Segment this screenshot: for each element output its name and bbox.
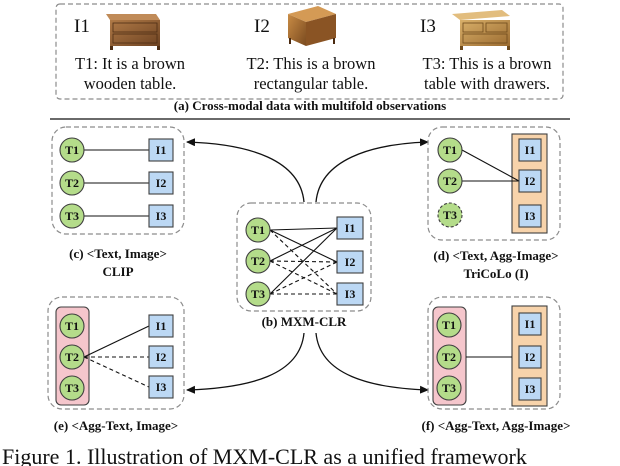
panel-e-caption: (e) <Agg-Text, Image> bbox=[54, 418, 178, 433]
image-node-i2 bbox=[518, 345, 542, 369]
table-image-3 bbox=[452, 10, 510, 50]
image-node-i1 bbox=[148, 138, 174, 162]
image-node-i2 bbox=[336, 250, 364, 274]
text-node-t1 bbox=[59, 137, 85, 163]
panel-c-method: CLIP bbox=[102, 264, 133, 279]
image-node-label: I1 bbox=[156, 143, 167, 157]
text-node-label: T1 bbox=[443, 143, 457, 157]
arrow-to-d bbox=[315, 138, 429, 203]
panel-b-border bbox=[236, 202, 372, 312]
text-node-t2 bbox=[436, 344, 462, 370]
text-node-label: T2 bbox=[251, 254, 265, 268]
panel-c: T1 T2 T3 I1 I2 I3 bbox=[51, 126, 185, 235]
image-node-label: I3 bbox=[525, 209, 536, 223]
panel-a: I1 T1: It is a brown wooden table. I2 T2… bbox=[55, 3, 564, 100]
text-node-label: T1 bbox=[65, 143, 79, 157]
text-node-t3 bbox=[59, 203, 85, 229]
text-node-label: T2 bbox=[65, 176, 79, 190]
arrow-to-f bbox=[315, 332, 429, 394]
panel-c-border bbox=[51, 126, 185, 235]
text-node-label: T3 bbox=[251, 287, 265, 301]
text-node-label: T3 bbox=[65, 381, 79, 395]
panel-e-border bbox=[47, 296, 185, 410]
description-3-line1: T3: This is a brown bbox=[423, 54, 552, 73]
text-node-label: T1 bbox=[442, 318, 456, 332]
image-node-i3 bbox=[336, 282, 364, 306]
text-node-t1 bbox=[436, 312, 462, 338]
table-image-1 bbox=[106, 14, 160, 50]
image-node-i1 bbox=[148, 314, 174, 338]
image-label-2: I2 bbox=[254, 16, 270, 37]
image-node-label: I1 bbox=[156, 319, 167, 333]
image-node-label: I1 bbox=[525, 143, 536, 157]
text-node-label: T2 bbox=[443, 174, 457, 188]
text-node-t2 bbox=[245, 248, 271, 274]
image-node-i1 bbox=[518, 312, 542, 336]
panel-e: T1 T2 T3 I1 I2 I3 bbox=[47, 296, 185, 410]
image-node-label: I1 bbox=[345, 221, 356, 235]
panel-d-caption: (d) <Text, Agg-Image> bbox=[433, 248, 558, 263]
description-2-line1: T2: This is a brown bbox=[247, 54, 376, 73]
image-node-label: I2 bbox=[156, 350, 167, 364]
text-node-label: T3 bbox=[65, 209, 79, 223]
panel-f-caption: (f) <Agg-Text, Agg-Image> bbox=[421, 418, 570, 433]
image-label-1: I1 bbox=[74, 16, 90, 37]
arrow-to-c bbox=[186, 138, 305, 203]
description-3-line2: table with drawers. bbox=[424, 74, 550, 93]
text-node-t1 bbox=[59, 313, 85, 339]
image-node-label: I2 bbox=[525, 174, 536, 188]
figure-caption: Figure 1. Illustration of MXM-CLR as a u… bbox=[2, 444, 527, 466]
panel-d-border bbox=[427, 126, 561, 241]
image-node-i3 bbox=[148, 204, 174, 228]
text-node-label: T2 bbox=[442, 350, 456, 364]
panel-d-method: TriCoLo (I) bbox=[463, 266, 528, 281]
arrow-to-e bbox=[186, 332, 305, 394]
description-2-line2: rectangular table. bbox=[254, 74, 369, 93]
text-node-t2 bbox=[437, 168, 463, 194]
image-node-i2 bbox=[148, 171, 174, 195]
panel-b-caption: (b) MXM-CLR bbox=[262, 314, 347, 329]
image-node-label: I3 bbox=[525, 382, 536, 396]
image-node-i2 bbox=[518, 169, 542, 193]
panel-d: T1 T2 T3 I1 I2 I3 bbox=[427, 126, 561, 241]
text-node-label: T3 bbox=[443, 208, 457, 222]
image-node-i1 bbox=[336, 216, 364, 240]
description-1-line2: wooden table. bbox=[84, 74, 177, 93]
text-node-t1 bbox=[245, 217, 271, 243]
text-node-t2 bbox=[59, 344, 85, 370]
text-node-label: T1 bbox=[251, 223, 265, 237]
text-node-t3 bbox=[245, 281, 271, 307]
panel-a-border bbox=[55, 3, 564, 100]
text-node-label: T2 bbox=[65, 350, 79, 364]
image-node-label: I2 bbox=[156, 176, 167, 190]
text-node-label: T3 bbox=[442, 381, 456, 395]
panel-f-border bbox=[427, 296, 561, 410]
image-node-label: I3 bbox=[156, 209, 167, 223]
arrows bbox=[186, 138, 429, 394]
text-node-t2 bbox=[59, 170, 85, 196]
image-label-3: I3 bbox=[420, 16, 436, 37]
panel-b: T1 T2 T3 I1 I2 I3 bbox=[236, 202, 372, 312]
text-node-t3 bbox=[436, 375, 462, 401]
text-node-t3-unused bbox=[437, 202, 463, 228]
image-node-i2 bbox=[148, 345, 174, 369]
panel-a-caption: (a) Cross-modal data with multifold obse… bbox=[174, 98, 446, 113]
text-node-label: T1 bbox=[65, 319, 79, 333]
text-node-t3 bbox=[59, 375, 85, 401]
image-node-i3 bbox=[518, 204, 542, 228]
image-node-i3 bbox=[148, 375, 174, 399]
image-node-label: I2 bbox=[345, 255, 356, 269]
text-node-t1 bbox=[437, 137, 463, 163]
panel-f: T1 T2 T3 I1 I2 I3 bbox=[427, 296, 561, 410]
image-node-label: I3 bbox=[345, 287, 356, 301]
description-1-line1: T1: It is a brown bbox=[75, 54, 185, 73]
panel-c-caption: (c) <Text, Image> bbox=[69, 246, 167, 261]
image-node-label: I3 bbox=[156, 380, 167, 394]
image-node-label: I1 bbox=[525, 317, 536, 331]
image-node-i1 bbox=[518, 138, 542, 162]
image-node-label: I2 bbox=[525, 350, 536, 364]
table-image-2 bbox=[288, 6, 336, 46]
image-node-i3 bbox=[518, 377, 542, 401]
